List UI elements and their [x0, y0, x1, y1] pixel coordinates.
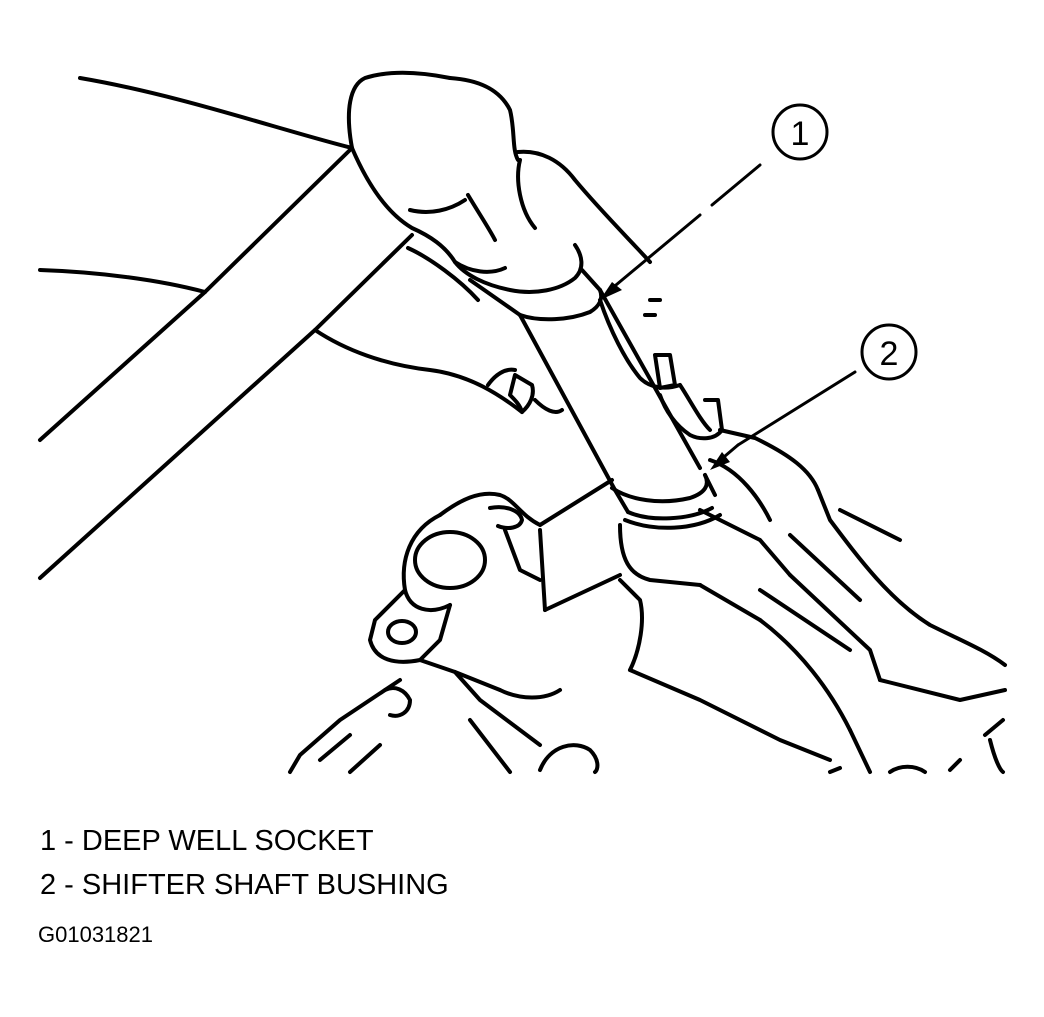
callout-2-arrowhead — [710, 452, 730, 470]
shifter-housing — [288, 428, 1007, 774]
figure-id: G01031821 — [38, 922, 153, 947]
legend-item-deep-well-socket: 1 - DEEP WELL SOCKET — [40, 825, 374, 857]
callout-1-number: 1 — [791, 115, 810, 153]
legend-item-shifter-shaft-bushing: 2 - SHIFTER SHAFT BUSHING — [40, 869, 449, 901]
hand-arm-outline — [38, 70, 724, 580]
callout-1: 1 — [600, 103, 829, 300]
deep-well-socket — [453, 243, 702, 492]
callout-2-number: 2 — [880, 335, 899, 373]
illustration-socket-on-bushing: 1 2 — [38, 70, 1007, 774]
callout-1-arrowhead — [600, 282, 622, 300]
shifter-shaft-bushing — [610, 473, 722, 530]
callout-2: 2 — [710, 323, 918, 470]
